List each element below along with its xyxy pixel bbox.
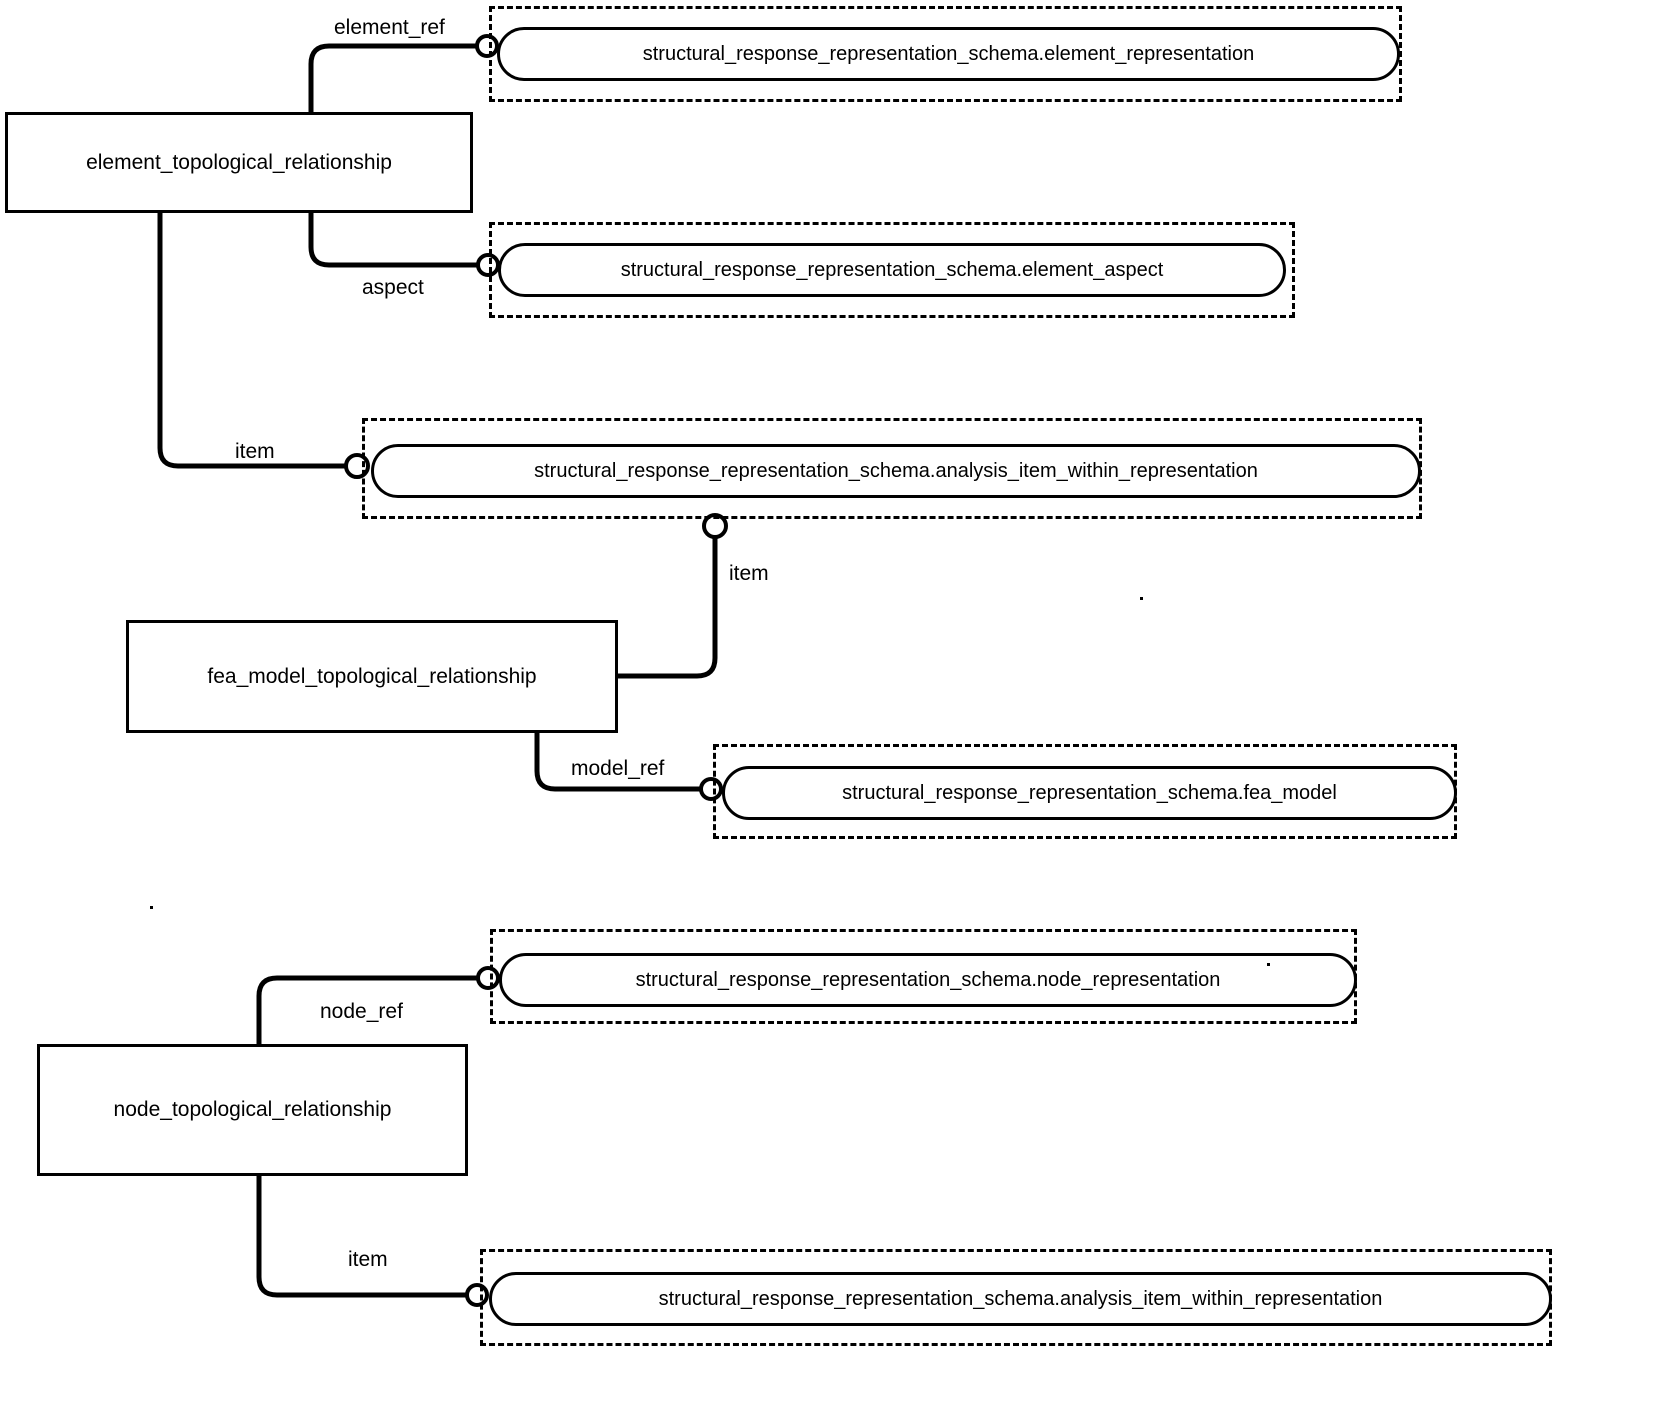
relationship-circle-item-fea-model <box>702 513 728 539</box>
reference-label-node-representation: structural_response_representation_schem… <box>635 968 1221 991</box>
reference-label-analysis-item-within-representation-bottom: structural_response_representation_schem… <box>658 1287 1383 1310</box>
connector-item-fea-model <box>618 536 718 679</box>
reference-label-element-representation: structural_response_representation_schem… <box>642 42 1255 65</box>
reference-box-fea-model[interactable]: structural_response_representation_schem… <box>722 766 1457 820</box>
relationship-label-item-element: item <box>235 440 275 463</box>
entity-box-node-topological-relationship[interactable]: node_topological_relationship <box>37 1044 468 1176</box>
connector-node-ref <box>256 975 479 1044</box>
reference-scope-element-aspect <box>489 222 1295 318</box>
connector-item-element <box>157 213 348 469</box>
entity-box-element-topological-relationship[interactable]: element_topological_relationship <box>5 112 473 213</box>
entity-label-node-topological-relationship: node_topological_relationship <box>113 1098 392 1121</box>
reference-label-analysis-item-within-representation-mid: structural_response_representation_schem… <box>534 459 1258 482</box>
connector-element-ref <box>308 43 478 112</box>
relationship-circle-node-ref <box>476 966 500 990</box>
reference-label-element-aspect: structural_response_representation_schem… <box>620 258 1164 281</box>
reference-box-analysis-item-within-representation-bottom[interactable]: structural_response_representation_schem… <box>489 1272 1552 1326</box>
relationship-label-node-ref: node_ref <box>320 1000 403 1023</box>
reference-box-node-representation[interactable]: structural_response_representation_schem… <box>499 953 1357 1007</box>
connector-item-node <box>256 1176 468 1298</box>
connector-model-ref <box>534 733 702 792</box>
reference-label-fea-model: structural_response_representation_schem… <box>842 781 1337 804</box>
connector-aspect <box>308 213 479 268</box>
relationship-label-model-ref: model_ref <box>571 757 665 780</box>
relationship-circle-model-ref <box>699 777 723 801</box>
scan-speck <box>1140 597 1143 600</box>
entity-label-fea-model-topological-relationship: fea_model_topological_relationship <box>207 664 537 688</box>
reference-box-element-aspect[interactable]: structural_response_representation_schem… <box>498 243 1286 297</box>
reference-box-analysis-item-within-representation-mid[interactable]: structural_response_representation_schem… <box>371 444 1421 498</box>
relationship-label-item-fea-model: item <box>729 562 769 585</box>
scan-speck <box>150 906 153 909</box>
scan-speck <box>1267 963 1270 966</box>
relationship-label-aspect: aspect <box>362 276 424 299</box>
relationship-label-element-ref: element_ref <box>334 16 445 39</box>
entity-label-element-topological-relationship: element_topological_relationship <box>86 150 392 174</box>
relationship-label-item-node: item <box>348 1248 388 1271</box>
entity-box-fea-model-topological-relationship[interactable]: fea_model_topological_relationship <box>126 620 618 733</box>
reference-box-element-representation[interactable]: structural_response_representation_schem… <box>497 27 1400 81</box>
reference-scope-element-representation <box>489 6 1402 102</box>
